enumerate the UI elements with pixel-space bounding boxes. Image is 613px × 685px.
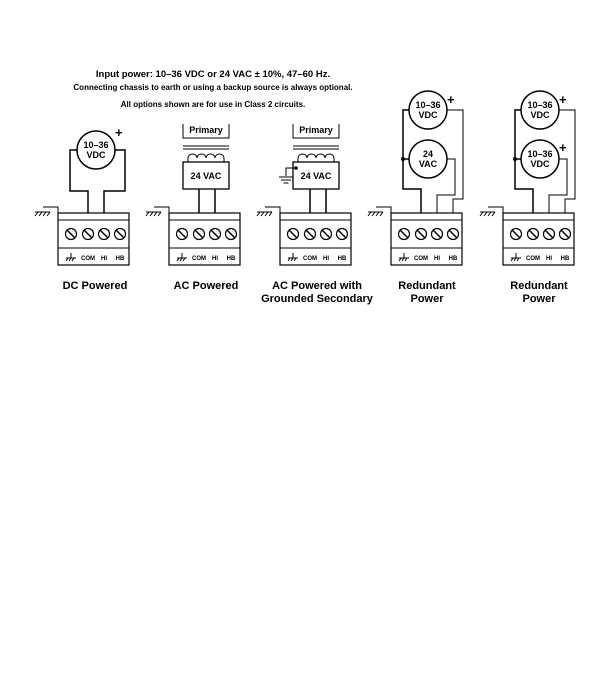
terminal-screw xyxy=(414,227,428,241)
caption-redundant-1-line-2: Power xyxy=(410,293,444,305)
chassis-ground-icon xyxy=(145,211,162,217)
earth-ground-icon xyxy=(279,176,293,184)
dc-backup-label-2: VDC xyxy=(530,159,550,169)
chassis-ground-icon xyxy=(479,211,496,217)
redundant-power-dc-dc-diagram: 10–36 VDC + 10–36 VDC + xyxy=(479,90,576,305)
caption-redundant-2-line-2: Power xyxy=(522,293,556,305)
terminal-screw xyxy=(303,227,317,241)
terminal-label-hi: HI xyxy=(212,256,218,262)
ground-symbol-icon xyxy=(398,253,409,262)
dc-source-label-2: VDC xyxy=(530,110,550,120)
ac-powered-diagram: Primary 24 VAC xyxy=(145,124,241,292)
ac-source-box xyxy=(182,161,230,190)
caption-ac-grounded-line-1: AC Powered with xyxy=(272,280,362,292)
terminal-block: COM HI HB xyxy=(390,212,463,266)
dc-backup-plus-sign: + xyxy=(559,140,567,155)
terminal-screw xyxy=(526,227,540,241)
transformer-primary-label: Primary xyxy=(299,125,333,135)
terminal-screw xyxy=(208,227,222,241)
dc-source-label-1: 10–36 xyxy=(527,100,552,110)
ground-symbol-icon xyxy=(176,253,187,262)
terminal-block: COM HI HB xyxy=(168,212,241,266)
ac-source-label-2: VAC xyxy=(419,159,438,169)
terminal-screw xyxy=(558,227,572,241)
caption-dc-powered: DC Powered xyxy=(63,280,128,292)
ground-symbol-icon xyxy=(287,253,298,262)
caption-ac-powered: AC Powered xyxy=(174,280,239,292)
header-line-3: All options shown are for use in Class 2… xyxy=(121,100,306,109)
dc-plus-sign: + xyxy=(115,125,123,140)
terminal-screw xyxy=(175,227,189,241)
dc-powered-diagram: 10–36 VDC + xyxy=(34,125,130,292)
terminal-screw xyxy=(509,227,523,241)
terminal-label-com: COM xyxy=(303,256,317,262)
terminal-label-hb: HB xyxy=(338,256,347,262)
caption-redundant-1-line-1: Redundant xyxy=(398,280,456,292)
terminal-label-hb: HB xyxy=(561,256,570,262)
dc-backup-label-1: 10–36 xyxy=(527,149,552,159)
terminal-screw xyxy=(286,227,300,241)
caption-ac-grounded-line-2: Grounded Secondary xyxy=(261,293,374,305)
dc-source-label-1: 10–36 xyxy=(83,140,108,150)
terminal-screw xyxy=(319,227,333,241)
terminal-block: COM HI HB xyxy=(279,212,352,266)
dc-source-label-2: VDC xyxy=(86,150,106,160)
ground-symbol-icon xyxy=(510,253,521,262)
terminal-screw xyxy=(192,227,206,241)
chassis-ground-icon xyxy=(256,211,273,217)
transformer-secondary-coil xyxy=(297,153,335,162)
header-line-1: Input power: 10–36 VDC or 24 VAC ± 10%, … xyxy=(96,69,330,80)
terminal-label-hi: HI xyxy=(323,256,329,262)
terminal-label-com: COM xyxy=(192,256,206,262)
terminal-block: COM HI HB xyxy=(57,212,130,266)
terminal-screw xyxy=(446,227,460,241)
ac-source-box xyxy=(292,161,340,190)
dc-source-label-2: VDC xyxy=(418,110,438,120)
terminal-block: COM HI HB xyxy=(502,212,575,266)
terminal-screw xyxy=(97,227,111,241)
caption-redundant-2-line-1: Redundant xyxy=(510,280,568,292)
redundant-power-dc-ac-diagram: 10–36 VDC + 24 VAC xyxy=(367,90,464,305)
terminal-screw xyxy=(430,227,444,241)
terminal-label-hi: HI xyxy=(546,256,552,262)
terminal-label-com: COM xyxy=(81,256,95,262)
ground-symbol-icon xyxy=(65,253,76,262)
dc-source-label-1: 10–36 xyxy=(415,100,440,110)
transformer-secondary-coil xyxy=(187,153,225,162)
header-line-2: Connecting chassis to earth or using a b… xyxy=(73,83,352,92)
dc-plus-sign: + xyxy=(447,92,455,107)
terminal-screw xyxy=(224,227,238,241)
chassis-ground-icon xyxy=(367,211,384,217)
terminal-screw xyxy=(113,227,127,241)
ac-source-label: 24 VAC xyxy=(301,171,332,181)
transformer-primary-label: Primary xyxy=(189,125,223,135)
terminal-label-hb: HB xyxy=(449,256,458,262)
terminal-screw xyxy=(542,227,556,241)
terminal-label-hi: HI xyxy=(434,256,440,262)
terminal-label-hb: HB xyxy=(116,256,125,262)
terminal-screw xyxy=(397,227,411,241)
terminal-screw xyxy=(335,227,349,241)
chassis-ground-icon xyxy=(34,211,51,217)
ac-source-label-1: 24 xyxy=(423,149,433,159)
terminal-label-hi: HI xyxy=(101,256,107,262)
terminal-label-com: COM xyxy=(526,256,540,262)
ac-grounded-secondary-diagram: Primary 24 VAC xyxy=(256,124,374,305)
terminal-label-hb: HB xyxy=(227,256,236,262)
ac-source-label: 24 VAC xyxy=(191,171,222,181)
terminal-screw xyxy=(81,227,95,241)
dc-plus-sign: + xyxy=(559,92,567,107)
terminal-label-com: COM xyxy=(414,256,428,262)
terminal-screw xyxy=(64,227,78,241)
